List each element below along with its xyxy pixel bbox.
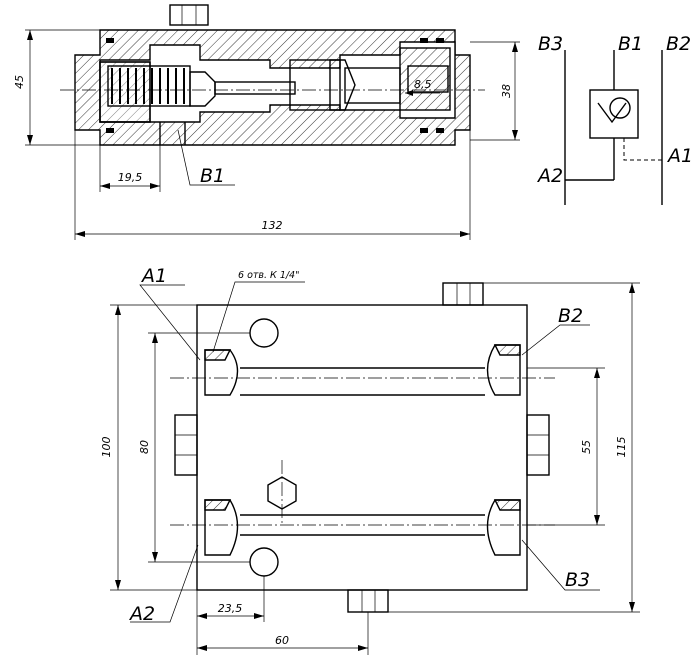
section-view: 45 38 8,5 19,5 B1 132 bbox=[13, 4, 520, 240]
thread-note: 6 отв. К 1/4" bbox=[238, 270, 299, 281]
dim-length-132: 132 bbox=[262, 219, 283, 232]
label-a2-plan: A2 bbox=[128, 603, 155, 625]
dim-ports-55: 55 bbox=[580, 440, 593, 454]
dim-offset-19-5: 19,5 bbox=[118, 171, 143, 184]
label-b3-plan: B3 bbox=[565, 569, 590, 591]
label-a2-schematic: A2 bbox=[536, 165, 563, 187]
dim-height-115: 115 bbox=[615, 437, 628, 458]
port-b2 bbox=[486, 344, 521, 396]
top-plug bbox=[169, 4, 209, 26]
dim-poppet-8-5: 8,5 bbox=[414, 78, 432, 91]
mounting-hole-bottom bbox=[249, 547, 279, 577]
port-b3 bbox=[486, 499, 521, 556]
hydraulic-schematic: B3 B1 B2 A2 A1 bbox=[536, 33, 693, 205]
label-b1-schematic: B1 bbox=[618, 33, 643, 55]
seals bbox=[106, 38, 444, 133]
plan-view: 6 отв. К 1/4" A1 B2 A2 B3 100 80 55 bbox=[100, 265, 640, 655]
dim-height-80: 80 bbox=[138, 440, 151, 454]
label-b2-plan: B2 bbox=[558, 305, 583, 327]
label-a1-plan: A1 bbox=[140, 265, 167, 287]
dim-height-100: 100 bbox=[100, 437, 113, 458]
dim-bore-38: 38 bbox=[500, 84, 513, 98]
dim-width-60: 60 bbox=[275, 634, 289, 647]
label-b2-schematic: B2 bbox=[666, 33, 691, 55]
manifold-block bbox=[196, 304, 528, 591]
port-a2 bbox=[204, 499, 239, 556]
check-valve-symbol bbox=[589, 89, 639, 139]
poppet bbox=[189, 71, 216, 107]
dim-hole-23-5: 23,5 bbox=[218, 602, 243, 615]
dim-height-45: 45 bbox=[13, 75, 26, 89]
port-a1 bbox=[204, 349, 239, 396]
label-b1-section: B1 bbox=[200, 165, 225, 187]
label-b3-schematic: B3 bbox=[538, 33, 563, 55]
label-a1-schematic: A1 bbox=[666, 145, 693, 167]
mounting-hole-top bbox=[249, 318, 279, 348]
